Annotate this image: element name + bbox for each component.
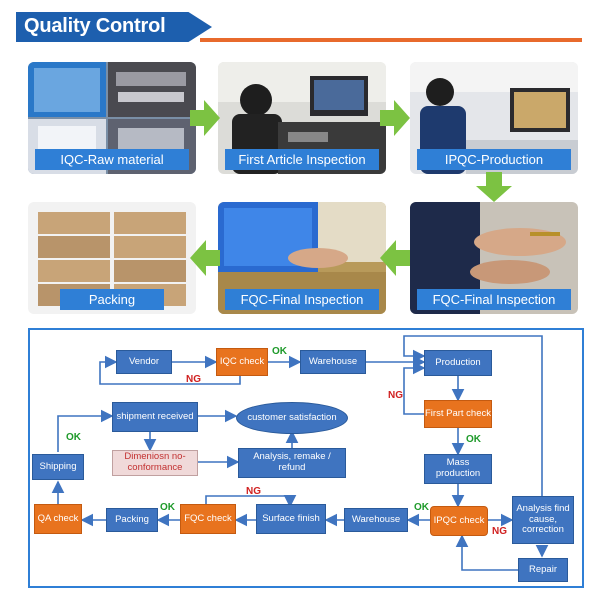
photo-label: IQC-Raw material <box>34 149 190 170</box>
shipping-node: Shipping <box>32 454 84 480</box>
ok-label-ipqc: OK <box>414 502 429 513</box>
mass-production-node: Mass production <box>424 454 492 484</box>
ng-label-iqc: NG <box>186 374 201 385</box>
photo-iqc-raw-material: IQC-Raw material <box>28 62 196 174</box>
photo-fqc-final-inspection-middle: FQC-Final Inspection <box>218 202 386 314</box>
ok-label-iqc: OK <box>272 346 287 357</box>
photo-label: First Article Inspection <box>224 149 380 170</box>
ng-label-fqc: NG <box>246 486 261 497</box>
warehouse-bottom-node: Warehouse <box>344 508 408 532</box>
photo-label: IPQC-Production <box>416 149 572 170</box>
qc-flowchart-frame <box>28 328 584 588</box>
photo-ipqc-production: IPQC-Production <box>410 62 578 174</box>
repair-node: Repair <box>518 558 568 582</box>
green-arrow-left-icon <box>190 240 220 276</box>
iqc-check-node: IQC check <box>216 348 268 376</box>
customer-satisfaction-node: customer satisfaction <box>236 402 348 434</box>
surface-finish-node: Surface finish <box>256 504 326 534</box>
vendor-node: Vendor <box>116 350 172 374</box>
header-divider <box>200 38 582 42</box>
green-arrow-right-icon <box>380 100 410 136</box>
shipment-received-node: shipment received <box>112 402 198 432</box>
ng-label-first-part: NG <box>388 390 403 401</box>
ipqc-check-node: IPQC check <box>430 506 488 536</box>
analysis-remake-refund-node: Analysis, remake / refund <box>238 448 346 478</box>
first-part-check-node: First Part check <box>424 400 492 428</box>
green-arrow-left-icon <box>380 240 410 276</box>
page-title: Quality Control <box>24 15 166 37</box>
warehouse-top-node: Warehouse <box>300 350 366 374</box>
green-arrow-down-icon <box>476 172 512 202</box>
qa-check-node: QA check <box>34 504 82 534</box>
section-header-banner: Quality Control <box>16 12 212 42</box>
dimension-nonconformance-node: Dimeniosn no-conformance <box>112 450 198 476</box>
photo-first-article-inspection: First Article Inspection <box>218 62 386 174</box>
ok-label-fqc: OK <box>160 502 175 513</box>
photo-fqc-final-inspection-right: FQC-Final Inspection <box>410 202 578 314</box>
photo-label: FQC-Final Inspection <box>224 289 380 310</box>
green-arrow-right-icon <box>190 100 220 136</box>
ok-label-first-part: OK <box>466 434 481 445</box>
fqc-check-node: FQC check <box>180 504 236 534</box>
packing-node: Packing <box>106 508 158 532</box>
ng-label-ipqc: NG <box>492 526 507 537</box>
photo-label: FQC-Final Inspection <box>416 289 572 310</box>
photo-label: Packing <box>59 289 165 310</box>
ok-label-shipping: OK <box>66 432 81 443</box>
photo-packing: Packing <box>28 202 196 314</box>
analysis-correction-node: Analysis find cause, correction <box>512 496 574 544</box>
production-node: Production <box>424 350 492 376</box>
